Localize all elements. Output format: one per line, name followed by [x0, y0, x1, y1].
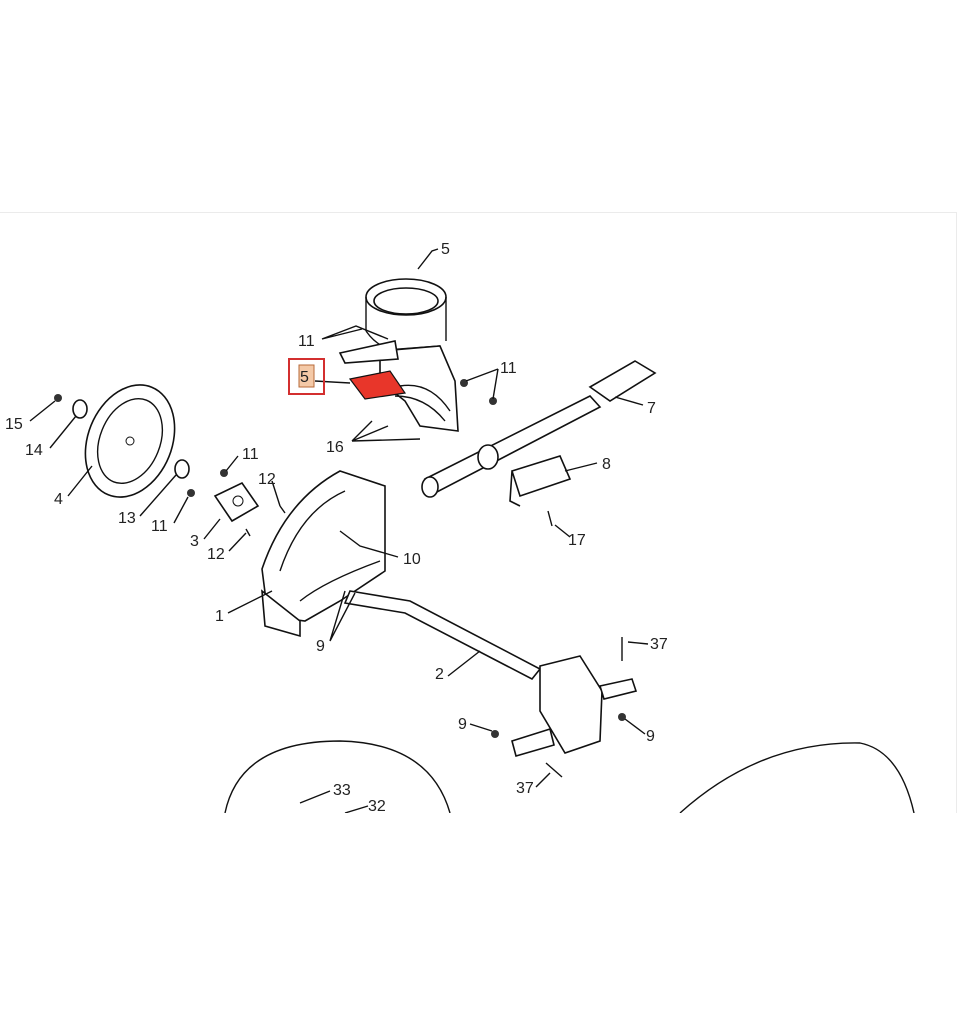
callout-14[interactable]: 14 [25, 442, 43, 459]
bolt-37b [545, 762, 563, 778]
callout-33[interactable]: 33 [333, 782, 351, 799]
highlight-callout-label: 5 [300, 369, 309, 386]
callout-15[interactable]: 15 [5, 416, 23, 433]
parts-diagram-frame: 5 5 11 11 7 16 8 17 15 14 4 13 11 11 12 … [0, 212, 957, 813]
callout-2[interactable]: 2 [435, 666, 444, 683]
callout-16[interactable]: 16 [326, 439, 344, 456]
gearbox-part [511, 655, 638, 757]
callout-5[interactable]: 5 [441, 241, 450, 258]
housing-part [261, 470, 386, 638]
pulley-part [84, 384, 176, 498]
bearing-14 [72, 399, 88, 419]
callout-8[interactable]: 8 [602, 456, 611, 473]
callout-11[interactable]: 11 [500, 360, 517, 377]
callout-3[interactable]: 3 [190, 533, 199, 550]
bearing-13 [174, 459, 190, 479]
leader-lines [29, 248, 649, 813]
nut-9c [618, 713, 626, 721]
callout-7[interactable]: 7 [647, 400, 656, 417]
nut-11e [489, 397, 497, 405]
callout-9[interactable]: 9 [458, 716, 467, 733]
callout-17[interactable]: 17 [568, 532, 586, 549]
callout-9[interactable]: 9 [316, 638, 325, 655]
callout-12[interactable]: 12 [207, 546, 225, 563]
callout-11[interactable]: 11 [298, 333, 315, 350]
belt-curve-left [224, 740, 451, 813]
highlight-callout-inner [298, 364, 315, 388]
belt-curve-right [679, 742, 915, 813]
callout-4[interactable]: 4 [54, 491, 63, 508]
nut-15 [54, 394, 62, 402]
chute-part [338, 278, 459, 432]
bracket-part [509, 455, 572, 507]
exploded-parts-diagram: 5 5 11 11 7 16 8 17 15 14 4 13 11 11 12 … [5, 241, 915, 813]
callout-37[interactable]: 37 [516, 780, 534, 797]
callout-11[interactable]: 11 [151, 518, 168, 535]
callout-1[interactable]: 1 [215, 608, 224, 625]
callout-12[interactable]: 12 [258, 471, 276, 488]
shaft-part [343, 590, 542, 681]
handle-part [421, 360, 657, 498]
nut-11c [187, 489, 195, 497]
callout-37[interactable]: 37 [650, 636, 668, 653]
nut-9b [491, 730, 499, 738]
callout-11[interactable]: 11 [242, 446, 259, 463]
callout-9[interactable]: 9 [646, 728, 655, 745]
bolt-17 [547, 510, 553, 527]
callout-32[interactable]: 32 [368, 798, 386, 813]
callout-10[interactable]: 10 [403, 551, 421, 568]
highlighted-part[interactable] [348, 370, 407, 400]
highlight-callout-box[interactable] [288, 358, 325, 395]
callout-13[interactable]: 13 [118, 510, 136, 527]
